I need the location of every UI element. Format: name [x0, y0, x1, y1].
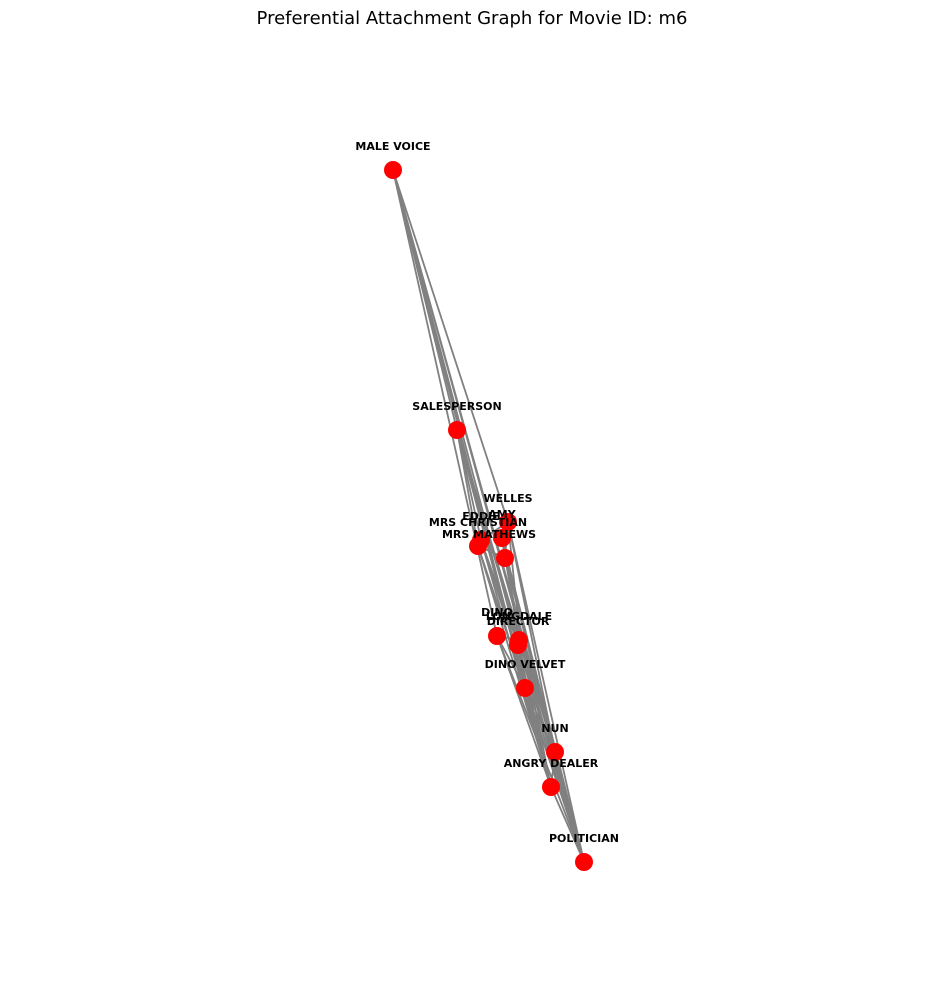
node-label-male-voice: MALE VOICE [355, 140, 430, 153]
edge-dino-velvet-politician [524, 687, 585, 863]
edge-eddie-director [480, 539, 519, 646]
edge-longdale-nun [518, 639, 556, 753]
node-label-director: DIRECTOR [487, 615, 550, 628]
node-amy [493, 529, 511, 547]
edge-mrs-mathews-nun [504, 557, 556, 753]
node-label-mrs-mathews: MRS MATHEWS [442, 528, 536, 541]
node-label-dino: DINO [481, 606, 513, 619]
edge-angry-dealer-politician [550, 786, 585, 863]
node-label-dino-velvet: DINO VELVET [485, 658, 566, 671]
node-dino [488, 627, 506, 645]
node-layer [384, 161, 593, 871]
node-label-politician: POLITICIAN [549, 832, 619, 845]
node-nun [546, 743, 564, 761]
node-politician [575, 853, 593, 871]
node-dino-velvet [516, 679, 534, 697]
edge-nun-politician [554, 751, 585, 863]
edge-dino-velvet-nun [524, 687, 556, 753]
edge-dino-dino-velvet [496, 635, 526, 689]
edge-salesperson-mrs-christian [456, 429, 479, 547]
node-label-mrs-christian: MRS CHRISTIAN [429, 516, 527, 529]
node-label-salesperson: SALESPERSON [412, 400, 501, 413]
chart-title: Preferential Attachment Graph for Movie … [256, 8, 688, 29]
node-male-voice [384, 161, 402, 179]
node-label-eddie: EDDIE [462, 510, 499, 523]
edge-welles-politician [507, 521, 585, 863]
node-angry-dealer [542, 778, 560, 796]
edge-dino-velvet-angry-dealer [524, 687, 552, 788]
node-label-angry-dealer: ANGRY DEALER [504, 757, 599, 770]
edge-male-voice-dino [392, 169, 498, 637]
node-label-welles: WELLES [483, 492, 532, 505]
node-welles [499, 513, 517, 531]
edge-male-voice-welles [392, 169, 509, 523]
node-salesperson [448, 421, 466, 439]
node-label-amy: AMY [488, 508, 516, 521]
node-label-nun: NUN [541, 722, 568, 735]
node-mrs-mathews [496, 549, 514, 567]
node-director [509, 636, 527, 654]
edge-dino-angry-dealer [496, 635, 552, 788]
node-label-longdale: LONGDALE [486, 610, 552, 623]
node-mrs-christian [469, 537, 487, 555]
